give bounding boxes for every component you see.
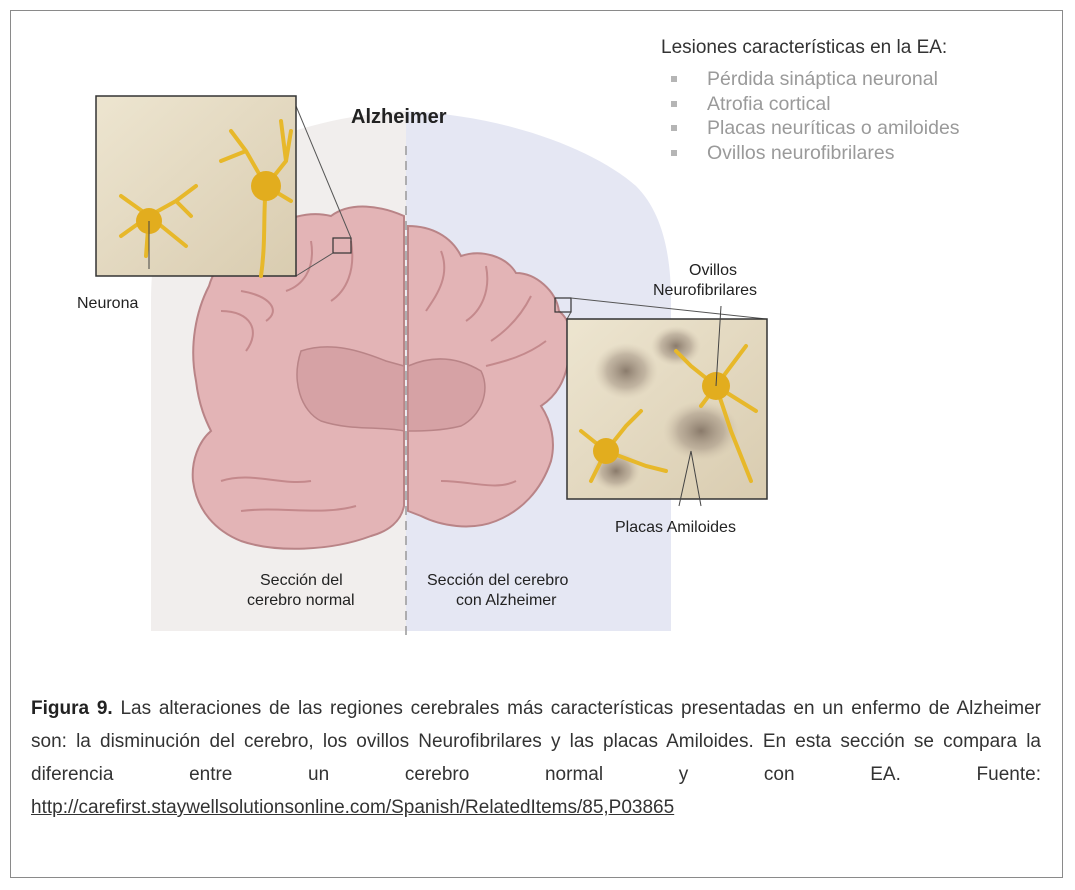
neuron-inset bbox=[96, 96, 296, 276]
lesion-item-label: Pérdida sináptica neuronal bbox=[707, 68, 938, 90]
label-placas-amiloides: Placas Amiloides bbox=[615, 519, 736, 536]
source-link[interactable]: http://carefirst.staywellsolutionsonline… bbox=[31, 797, 674, 818]
square-bullet-icon bbox=[671, 76, 677, 82]
label-normal-line1: Sección del bbox=[260, 572, 343, 589]
lesions-list-panel: Lesiones características en la EA: Pérdi… bbox=[661, 37, 1061, 165]
figure-title: Alzheimer bbox=[351, 106, 447, 128]
label-alzheimer-line1: Sección del cerebro bbox=[427, 572, 569, 589]
caption-label: Figura 9. bbox=[31, 698, 113, 719]
caption-text: Las alteraciones de las regiones cerebra… bbox=[31, 698, 1041, 785]
label-ovillos-line2: Neurofibrilares bbox=[653, 282, 757, 299]
plaques-inset bbox=[567, 306, 767, 506]
square-bullet-icon bbox=[671, 101, 677, 107]
lesion-item: Pérdida sináptica neuronal bbox=[661, 67, 1061, 92]
lesion-item-label: Atrofia cortical bbox=[707, 93, 831, 115]
figure-caption: Figura 9. Las alteraciones de las region… bbox=[31, 692, 1041, 824]
label-ovillos-line1: Ovillos bbox=[689, 262, 737, 279]
lesions-list: Pérdida sináptica neuronal Atrofia corti… bbox=[661, 67, 1061, 165]
square-bullet-icon bbox=[671, 125, 677, 131]
lesion-item: Placas neuríticas o amiloides bbox=[661, 116, 1061, 141]
figure-frame: Alzheimer Neurona Ovillos Neurofibrilare… bbox=[10, 10, 1063, 878]
lesion-item: Atrofia cortical bbox=[661, 92, 1061, 117]
square-bullet-icon bbox=[671, 150, 677, 156]
label-normal-line2: cerebro normal bbox=[247, 592, 355, 609]
label-neurona: Neurona bbox=[77, 295, 138, 312]
lesion-item-label: Ovillos neurofibrilares bbox=[707, 142, 895, 164]
lesions-title: Lesiones características en la EA: bbox=[661, 37, 1061, 59]
lesion-item-label: Placas neuríticas o amiloides bbox=[707, 117, 960, 139]
lesion-item: Ovillos neurofibrilares bbox=[661, 141, 1061, 166]
label-alzheimer-line2: con Alzheimer bbox=[456, 592, 557, 609]
